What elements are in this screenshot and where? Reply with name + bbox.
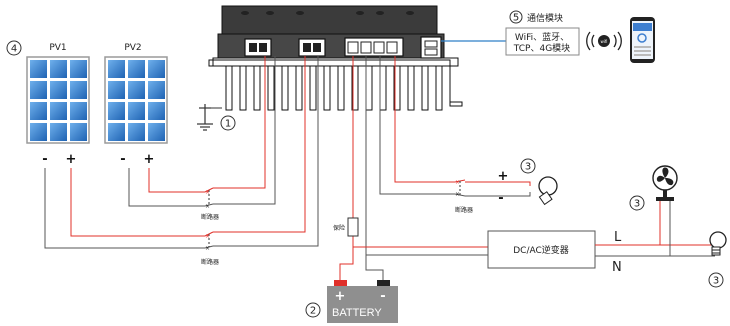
dc-load-wiring	[379, 56, 531, 197]
pv1-breaker-label: 断路器	[201, 258, 219, 266]
battery-label: BATTERY	[332, 307, 382, 319]
load-breaker: × ×	[454, 179, 466, 198]
marker-battery	[305, 302, 321, 318]
svg-text:1: 1	[225, 119, 231, 130]
svg-text:3: 3	[634, 199, 640, 210]
svg-text:3: 3	[525, 162, 531, 173]
marker-comm	[509, 10, 523, 24]
ground-symbol: 1	[197, 104, 236, 131]
pv2-minus: -	[120, 152, 125, 167]
pv-wiring	[44, 56, 319, 249]
battery-plus: +	[335, 289, 346, 304]
pv1-panel	[26, 56, 90, 144]
pv1-breaker: × ×	[204, 231, 214, 252]
pv2-plus: +	[144, 152, 155, 167]
svg-text:5: 5	[513, 13, 519, 24]
load-breaker-label: 断路器	[455, 206, 473, 214]
battery-minus: -	[380, 289, 385, 304]
comm-module: 5 通信模块 WiFi、蓝牙、 TCP、4G模块 wifi	[441, 10, 655, 63]
dc-bulb-icon: 3	[520, 158, 558, 206]
fuse: 保险	[333, 217, 359, 237]
svg-text:wifi: wifi	[601, 39, 608, 44]
fan-icon: 3	[629, 165, 678, 211]
svg-text:×: ×	[205, 189, 210, 196]
pv1-terminal	[298, 38, 326, 57]
svg-text:×: ×	[455, 179, 460, 186]
inverter: DC/AC逆变器	[487, 230, 596, 269]
svg-text:3: 3	[713, 276, 719, 287]
marker-dc-load	[520, 158, 536, 174]
ac-live-label: L	[614, 230, 622, 245]
inverter-wiring	[353, 246, 488, 256]
svg-text:×: ×	[205, 245, 210, 252]
pv-array: 4 PV1 PV2 - + - +	[6, 40, 168, 167]
svg-text:×: ×	[455, 191, 460, 198]
svg-text:×: ×	[205, 233, 210, 240]
pv2-breaker-label: 断路器	[201, 213, 219, 221]
ac-wiring	[595, 200, 715, 257]
pv1-plus: +	[66, 152, 77, 167]
load-plus: +	[498, 169, 509, 184]
comm-title: 通信模块	[527, 12, 563, 24]
svg-text:2: 2	[310, 306, 316, 317]
svg-text:×: ×	[205, 203, 210, 210]
load-minus: -	[498, 191, 503, 206]
svg-text:4: 4	[11, 44, 17, 55]
phone-icon	[630, 17, 655, 63]
pv2-breaker: × ×	[204, 187, 214, 210]
battery: + - BATTERY 2	[305, 280, 398, 323]
pv2-label: PV2	[124, 43, 141, 53]
pv2-panel	[104, 56, 168, 144]
wifi-icon: wifi	[586, 31, 622, 51]
fuse-label: 保险	[333, 224, 345, 232]
battery-wiring	[339, 56, 384, 283]
marker-fan	[629, 195, 645, 211]
comm-box-line1: WiFi、蓝牙、	[515, 31, 569, 43]
inverter-label: DC/AC逆变器	[513, 244, 569, 256]
pv1-minus: -	[42, 152, 47, 167]
charge-controller	[208, 5, 463, 111]
pv2-terminal	[244, 38, 272, 57]
ac-neutral-label: N	[612, 260, 622, 275]
marker-ground	[220, 115, 236, 131]
marker-pv-array	[6, 40, 22, 56]
marker-ac-load	[708, 272, 724, 288]
ac-bulb-icon: 3	[708, 231, 727, 288]
comm-box-line2: TCP、4G模块	[513, 42, 570, 54]
pv1-label: PV1	[49, 43, 66, 53]
